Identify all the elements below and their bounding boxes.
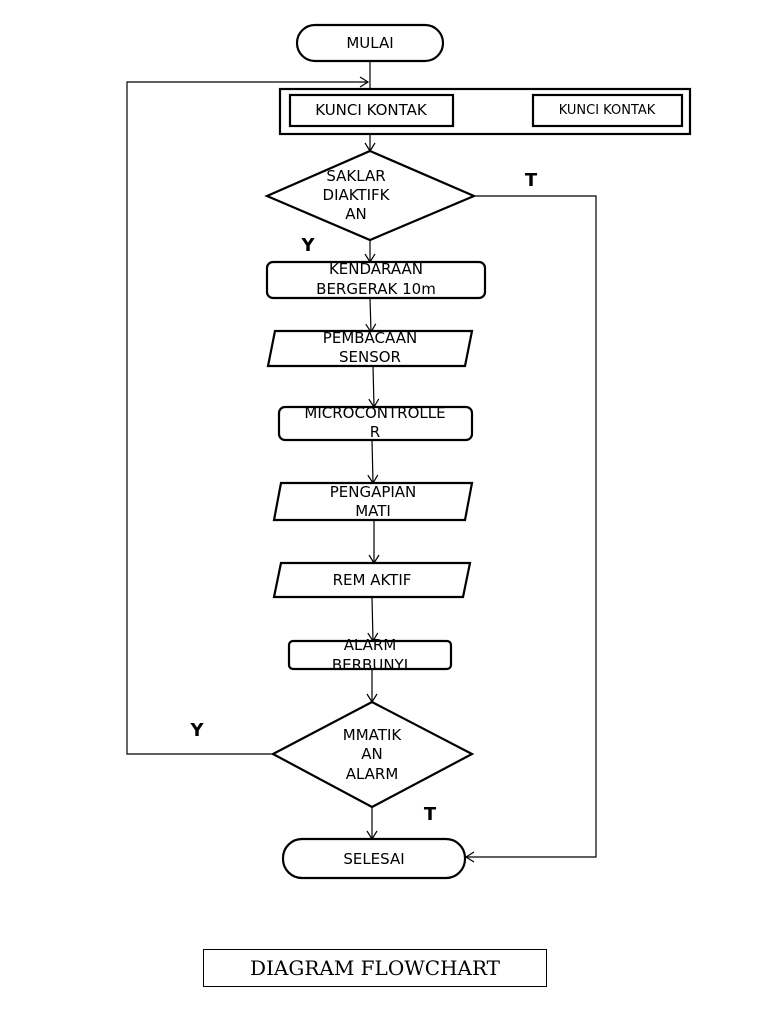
start-terminal: MULAI <box>295 23 445 63</box>
switch-label-line-1: SAKLAR <box>326 167 385 185</box>
sensor-reading-label-2: SENSOR <box>339 348 401 366</box>
key-contact-group: KUNCI KONTAK KUNCI KONTAK <box>278 87 692 136</box>
alarm-sounding-process: ALARM BERBUNYI <box>287 636 453 674</box>
turn-off-alarm-label-3: ALARM <box>346 765 399 783</box>
start-terminal-shape <box>295 23 445 63</box>
microcontroller-label-2: R <box>370 423 380 441</box>
switch-label-line-3: AN <box>345 205 366 223</box>
microcontroller-label-1: MICROCONTROLLE <box>304 404 445 422</box>
connector-sensor-to-mcu <box>368 365 380 409</box>
start-label: MULAI <box>346 34 393 52</box>
switch-yes-label: Y <box>300 235 315 256</box>
turn-off-alarm-decision: MMATIK AN ALARM <box>270 700 475 809</box>
diagram-caption: DIAGRAM FLOWCHART <box>203 949 547 987</box>
connector-brake-to-alarm <box>367 596 379 643</box>
brake-active-shape <box>272 561 472 599</box>
alarm-no-label: T <box>424 804 437 825</box>
switch-label-line-2: DIAKTIFK <box>323 186 391 204</box>
alarm-yes-label: Y <box>189 720 204 741</box>
microcontroller-shape <box>277 405 474 442</box>
ignition-off-shape <box>272 481 474 522</box>
switch-decision: SAKLAR DIAKTIFK AN <box>264 149 477 242</box>
connectors <box>126 61 597 863</box>
end-terminal: SELESAI <box>281 837 467 880</box>
turn-off-alarm-shape <box>270 700 475 809</box>
turn-off-alarm-label-2: AN <box>361 745 382 763</box>
ignition-off-io: PENGAPIAN MATI <box>272 481 474 522</box>
turn-off-alarm-label-1: MMATIK <box>343 726 403 744</box>
microcontroller-process: MICROCONTROLLE R <box>277 404 474 442</box>
switch-no-label: T <box>525 170 538 191</box>
key-contact-label-1: KUNCI KONTAK <box>315 101 428 119</box>
connector-move-to-sensor <box>365 297 377 334</box>
switch-decision-shape <box>264 149 477 242</box>
connector-mcu-to-ignition <box>367 439 379 485</box>
brake-active-label: REM AKTIF <box>333 571 412 589</box>
key-contact-box-1 <box>288 93 455 128</box>
brake-active-io: REM AKTIF <box>272 561 472 599</box>
vehicle-moving-shape <box>265 260 487 300</box>
vehicle-moving-process: KENDARAAN BERGERAK 10m <box>265 260 487 300</box>
alarm-sounding-label-1: ALARM <box>344 636 397 654</box>
sensor-reading-io: PEMBACAAN SENSOR <box>266 329 474 368</box>
vehicle-moving-label-2: BERGERAK 10m <box>316 280 436 298</box>
sensor-reading-shape <box>266 329 474 368</box>
connector-alarm-yes-loop <box>126 76 370 755</box>
ignition-off-label-2: MATI <box>355 502 391 520</box>
ignition-off-label-1: PENGAPIAN <box>330 483 417 501</box>
end-label: SELESAI <box>343 850 404 868</box>
end-terminal-shape <box>281 837 467 880</box>
alarm-sounding-shape <box>287 639 453 671</box>
key-contact-label-2: KUNCI KONTAK <box>559 103 656 118</box>
connector-switch-no-to-end <box>464 195 597 863</box>
alarm-sounding-label-2: BERBUNYI <box>332 656 408 674</box>
sensor-reading-label-1: PEMBACAAN <box>323 329 417 347</box>
key-contact-box-2 <box>531 93 684 128</box>
vehicle-moving-label-1: KENDARAAN <box>329 260 423 278</box>
